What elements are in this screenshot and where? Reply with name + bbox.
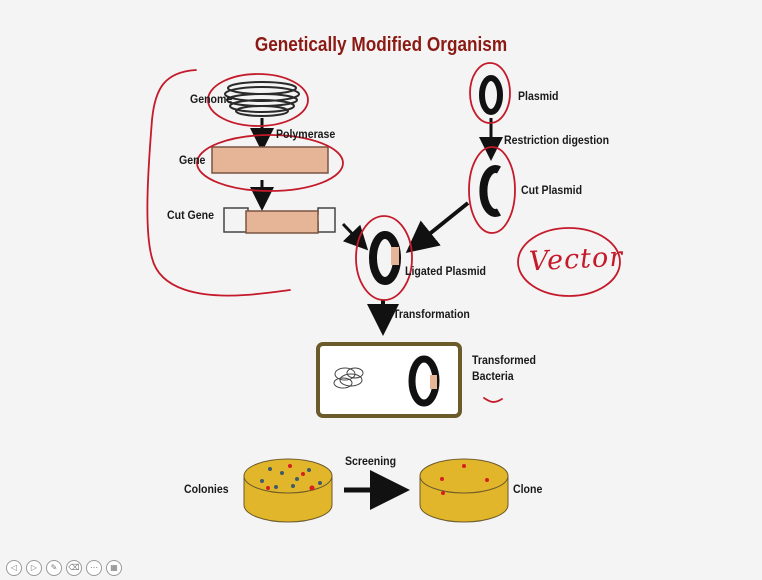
bacteria-label: Bacteria bbox=[472, 369, 514, 383]
ligated-plasmid bbox=[373, 235, 399, 281]
cut-plasmid-ring bbox=[483, 169, 499, 213]
gene-label: Gene bbox=[179, 153, 205, 167]
grid-icon[interactable]: ▦ bbox=[106, 560, 122, 576]
eraser-icon[interactable]: ⌫ bbox=[66, 560, 82, 576]
clone-label: Clone bbox=[513, 482, 542, 496]
genome-label: Genome bbox=[190, 92, 232, 106]
cut-plasmid-label: Cut Plasmid bbox=[521, 183, 582, 197]
cut-gene-label: Cut Gene bbox=[167, 208, 214, 222]
page-title: Genetically Modified Organism bbox=[53, 34, 708, 57]
vector-handwritten-note: Vector bbox=[528, 242, 624, 278]
arrow-cutplasmid-to-ligated bbox=[412, 203, 468, 248]
plasmid-ring bbox=[482, 78, 500, 112]
clone-dish bbox=[420, 459, 508, 522]
colonies-label: Colonies bbox=[184, 482, 229, 496]
polymerase-label: Polymerase bbox=[276, 127, 335, 141]
gene-box bbox=[212, 147, 328, 173]
ligated-plasmid-label: Ligated Plasmid bbox=[405, 264, 486, 278]
transformed-label: Transformed bbox=[472, 353, 536, 367]
slide-toolbar: ◁ ▷ ✎ ⌫ ⋯ ▦ bbox=[6, 560, 122, 578]
prev-icon[interactable]: ◁ bbox=[6, 560, 22, 576]
screening-label: Screening bbox=[345, 454, 396, 468]
restriction-digestion-label: Restriction digestion bbox=[504, 133, 609, 147]
cut-gene bbox=[224, 208, 335, 233]
next-icon[interactable]: ▷ bbox=[26, 560, 42, 576]
plasmid-label: Plasmid bbox=[518, 89, 559, 103]
more-icon[interactable]: ⋯ bbox=[86, 560, 102, 576]
ligated-circle-annotation bbox=[356, 216, 412, 300]
colonies-dish bbox=[244, 459, 332, 522]
cut-plasmid-circle-annotation bbox=[469, 147, 515, 233]
squiggle-annotation bbox=[484, 398, 502, 402]
transformation-label: Transformation bbox=[393, 307, 470, 321]
genome-coil bbox=[225, 82, 299, 116]
pen-icon[interactable]: ✎ bbox=[46, 560, 62, 576]
